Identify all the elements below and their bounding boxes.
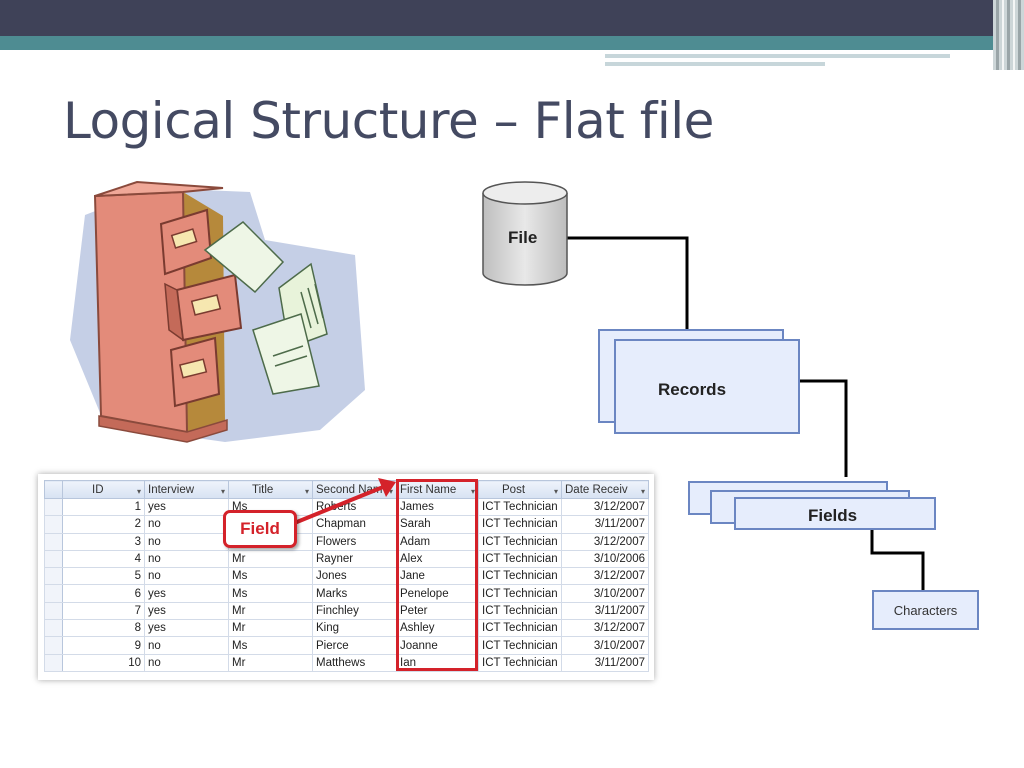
characters-label: Characters — [893, 602, 958, 618]
column-header[interactable]: Date Receiv▾ — [561, 480, 649, 499]
file-label: File — [508, 228, 538, 247]
table-header-row: ID▾ Interview▾ Title▾ Second Nam▾ First … — [44, 480, 649, 499]
table-cell[interactable]: yes — [144, 497, 229, 517]
characters-box: Characters — [872, 590, 979, 630]
table-cell[interactable]: ICT Technician — [478, 584, 562, 603]
dropdown-arrow-icon: ▾ — [640, 486, 645, 496]
table-cell[interactable]: 3/12/2007 — [561, 497, 649, 517]
table-cell[interactable]: ICT Technician — [478, 549, 562, 569]
table-cell[interactable]: ICT Technician — [478, 532, 562, 551]
column-header[interactable]: Title▾ — [228, 480, 313, 499]
table-cell[interactable]: Ashley — [396, 619, 479, 638]
dropdown-arrow-icon: ▾ — [304, 486, 309, 496]
database-table: ID▾ Interview▾ Title▾ Second Nam▾ First … — [38, 474, 654, 680]
table-cell[interactable]: Matthews — [312, 653, 397, 672]
records-table: ID▾ Interview▾ Title▾ Second Nam▾ First … — [44, 480, 649, 672]
row-selector[interactable] — [44, 584, 63, 603]
dropdown-arrow-icon: ▾ — [553, 486, 558, 496]
row-selector[interactable] — [44, 653, 63, 672]
table-cell[interactable]: ICT Technician — [478, 515, 562, 534]
table-cell[interactable]: Penelope — [396, 584, 479, 603]
row-selector[interactable] — [44, 549, 63, 569]
dropdown-arrow-icon: ▾ — [388, 486, 393, 496]
table-cell[interactable]: Mr — [228, 653, 313, 672]
slide-title: Logical Structure – Flat file — [63, 92, 714, 150]
table-cell[interactable]: 3/12/2007 — [561, 567, 649, 586]
first-name-column-highlight — [396, 479, 478, 671]
records-label: Records — [658, 380, 727, 399]
column-header[interactable]: ID▾ — [62, 480, 145, 499]
row-selector[interactable] — [44, 619, 63, 638]
table-cell[interactable]: no — [144, 515, 229, 534]
table-cell[interactable]: Ms — [228, 636, 313, 655]
column-header[interactable]: Interview▾ — [144, 480, 229, 499]
dropdown-arrow-icon: ▾ — [220, 486, 225, 496]
file-cylinder-icon — [482, 181, 568, 286]
table-cell[interactable]: 3/11/2007 — [561, 515, 649, 534]
fields-box — [734, 497, 936, 530]
table-cell[interactable]: Mr — [228, 619, 313, 638]
table-cell[interactable]: Ian — [396, 653, 479, 672]
table-cell[interactable]: 3/10/2007 — [561, 636, 649, 655]
slide-decor-line — [605, 54, 950, 58]
table-cell[interactable]: James — [396, 497, 479, 517]
field-callout-label: Field — [223, 510, 297, 548]
table-cell[interactable]: 3/11/2007 — [561, 653, 649, 672]
records-box — [614, 339, 800, 434]
table-cell[interactable]: 3/12/2007 — [561, 619, 649, 638]
table-cell[interactable]: ICT Technician — [478, 653, 562, 672]
slide-decor-stripes — [993, 0, 1024, 70]
row-selector[interactable] — [44, 601, 63, 621]
table-cell[interactable]: 3/11/2007 — [561, 601, 649, 621]
dropdown-arrow-icon: ▾ — [470, 486, 475, 496]
table-cell[interactable]: Rayner — [312, 549, 397, 569]
slide-top-bar — [0, 0, 1024, 36]
fields-label: Fields — [808, 506, 858, 525]
table-cell[interactable]: ICT Technician — [478, 601, 562, 621]
slide-accent-bar — [0, 36, 1024, 50]
table-cell[interactable]: 10 — [62, 653, 145, 672]
table-cell[interactable]: Mr — [228, 549, 313, 569]
filing-cabinet-clipart — [70, 180, 365, 443]
table-cell[interactable]: 3/10/2006 — [561, 549, 649, 569]
dropdown-arrow-icon: ▾ — [136, 486, 141, 496]
table-cell[interactable]: Chapman — [312, 515, 397, 534]
slide-decor-line — [605, 62, 825, 66]
table-cell[interactable]: ICT Technician — [478, 567, 562, 586]
